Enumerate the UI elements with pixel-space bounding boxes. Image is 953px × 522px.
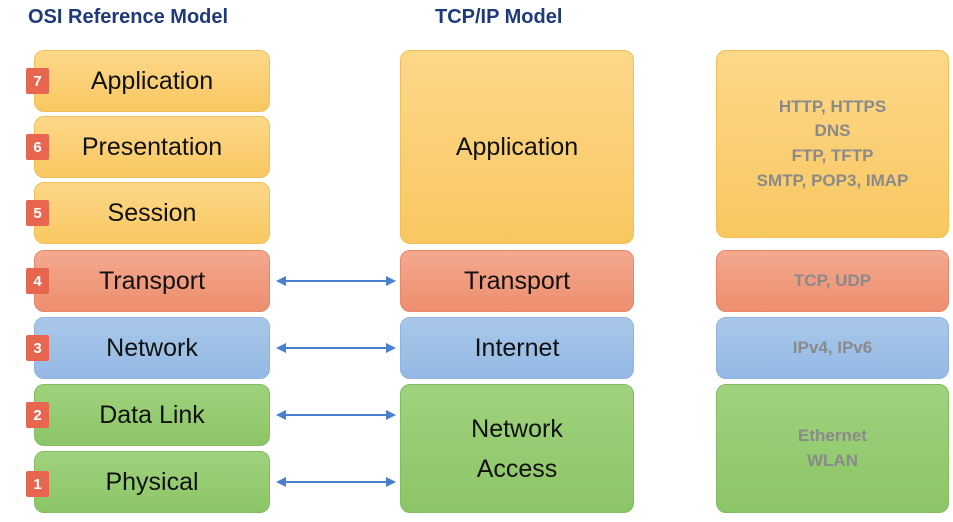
tcpip-layer-network-access: Network Access [400,384,634,513]
double-arrow-icon [276,343,396,353]
double-arrow-icon [276,276,396,286]
osi-layer-label: Application [90,66,214,95]
protocol-text: Ethernet [798,425,867,445]
osi-layer-label: Network [106,333,198,362]
layer-number-badge: 4 [26,268,49,294]
layer-number-badge: 1 [26,471,49,497]
protocol-text: IPv4, IPv6 [792,337,873,357]
protocols-application: HTTP, HTTPS DNS FTP, TFTP SMTP, POP3, IM… [716,50,949,238]
layer-number-badge: 5 [26,200,49,226]
protocols-internet: IPv4, IPv6 [716,317,949,379]
layer-number-badge: 7 [26,68,49,94]
osi-title: OSI Reference Model [28,6,229,28]
osi-layer-application: Application [34,50,270,112]
protocol-text: WLAN [807,450,858,470]
protocol-text: SMTP, POP3, IMAP [756,170,909,190]
osi-layer-label: Physical [105,467,199,496]
protocols-transport: TCP, UDP [716,250,949,312]
tcpip-layer-label: Application [455,132,579,161]
osi-layer-label: Transport [98,266,206,295]
protocol-text: DNS [814,121,851,141]
osi-layer-label: Presentation [81,132,223,161]
tcpip-title: TCP/IP Model [435,6,563,28]
protocol-text: FTP, TFTP [791,146,874,165]
tcpip-layer-transport: Transport [400,250,634,312]
osi-layer-physical: Physical [34,451,270,513]
osi-layer-presentation: Presentation [34,116,270,178]
tcpip-layer-internet: Internet [400,317,634,379]
protocols-network-access: Ethernet WLAN [716,384,949,513]
tcpip-layer-label: Access [476,454,558,483]
osi-layer-data-link: Data Link [34,384,270,446]
tcpip-layer-application: Application [400,50,634,244]
tcpip-layer-label: Internet [474,333,560,362]
layer-number-badge: 3 [26,335,49,361]
layer-number-badge: 2 [26,402,49,428]
osi-layer-network: Network [34,317,270,379]
protocol-text: TCP, UDP [793,270,872,290]
tcpip-layer-label: Network [471,414,563,443]
double-arrow-icon [276,410,396,420]
osi-layer-transport: Transport [34,250,270,312]
double-arrow-icon [276,477,396,487]
layer-number-badge: 6 [26,134,49,160]
protocol-text: HTTP, HTTPS [778,96,887,116]
osi-layer-label: Session [107,198,197,227]
osi-layer-label: Data Link [99,400,205,429]
osi-layer-session: Session [34,182,270,244]
tcpip-layer-label: Transport [463,266,571,295]
